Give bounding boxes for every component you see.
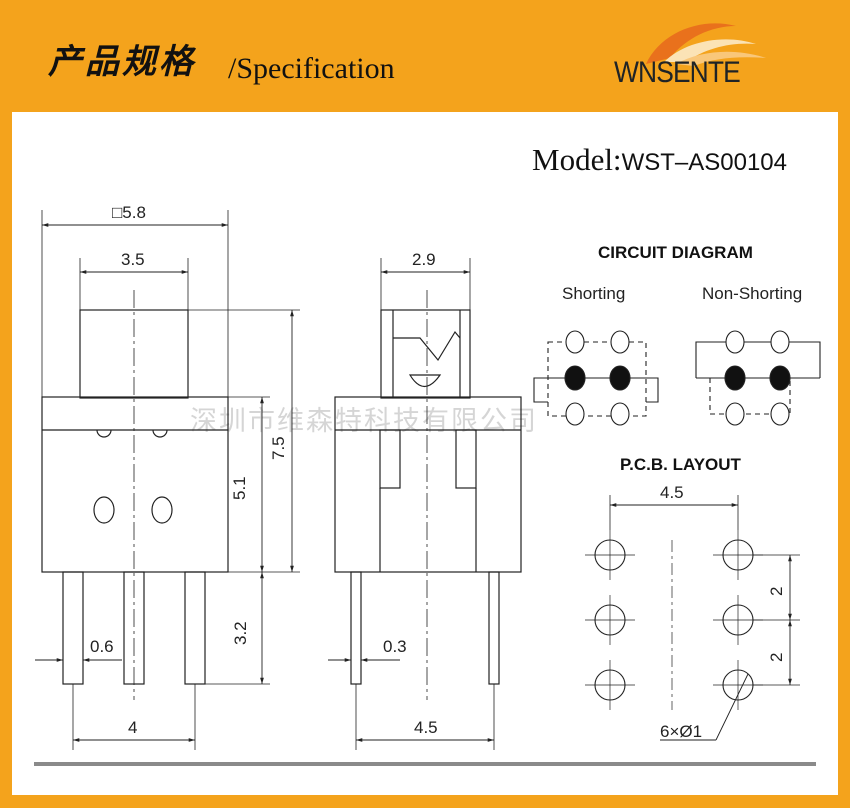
circuit-non-shorting xyxy=(695,330,821,426)
circuit-non-shorting-label: Non-Shorting xyxy=(702,284,802,303)
pcb-dim-pitch-bottom: 2 xyxy=(767,653,786,662)
circuit-shorting xyxy=(533,330,659,426)
front-pin-right xyxy=(184,571,206,685)
dim-square-size: □5.8 xyxy=(112,203,146,222)
dim-pin-width: 0.6 xyxy=(90,637,114,656)
title-english: /Specification xyxy=(228,52,395,85)
pcb-dim-holes: 6×Ø1 xyxy=(660,722,702,741)
pcb-layout xyxy=(585,495,800,741)
side-view xyxy=(328,258,522,750)
watermark: 深圳市维森特科技有限公司 xyxy=(190,406,538,437)
dim-front-knob: 3.5 xyxy=(121,250,145,269)
pcb-heading: P.C.B. LAYOUT xyxy=(620,455,742,474)
dim-side-knob: 2.9 xyxy=(412,250,436,269)
circuit-shorting-label: Shorting xyxy=(562,284,625,303)
model-prefix: Model: xyxy=(532,142,622,177)
front-pin-left xyxy=(62,571,84,685)
pcb-dim-width: 4.5 xyxy=(660,483,684,502)
front-view xyxy=(35,210,300,750)
dim-pin-thickness: 0.3 xyxy=(383,637,407,656)
pcb-dim-pitch-top: 2 xyxy=(767,587,786,596)
model-value: WST–AS00104 xyxy=(621,149,787,176)
dim-front-pin-pitch: 4 xyxy=(128,718,137,737)
dim-side-pin-pitch: 4.5 xyxy=(414,718,438,737)
bottom-divider xyxy=(34,762,816,766)
front-knob xyxy=(79,309,189,399)
dim-total-height: 7.5 xyxy=(269,436,288,460)
dim-pin-length: 3.2 xyxy=(231,621,250,645)
model-number: Model:WST–AS00104 xyxy=(532,142,787,178)
circuit-heading: CIRCUIT DIAGRAM xyxy=(598,243,753,262)
brand-name: WNSENTE xyxy=(614,56,741,89)
brand-logo-flame-icon xyxy=(646,23,766,66)
dim-body-height: 5.1 xyxy=(230,476,249,500)
title-chinese: 产品规格 xyxy=(48,42,196,82)
